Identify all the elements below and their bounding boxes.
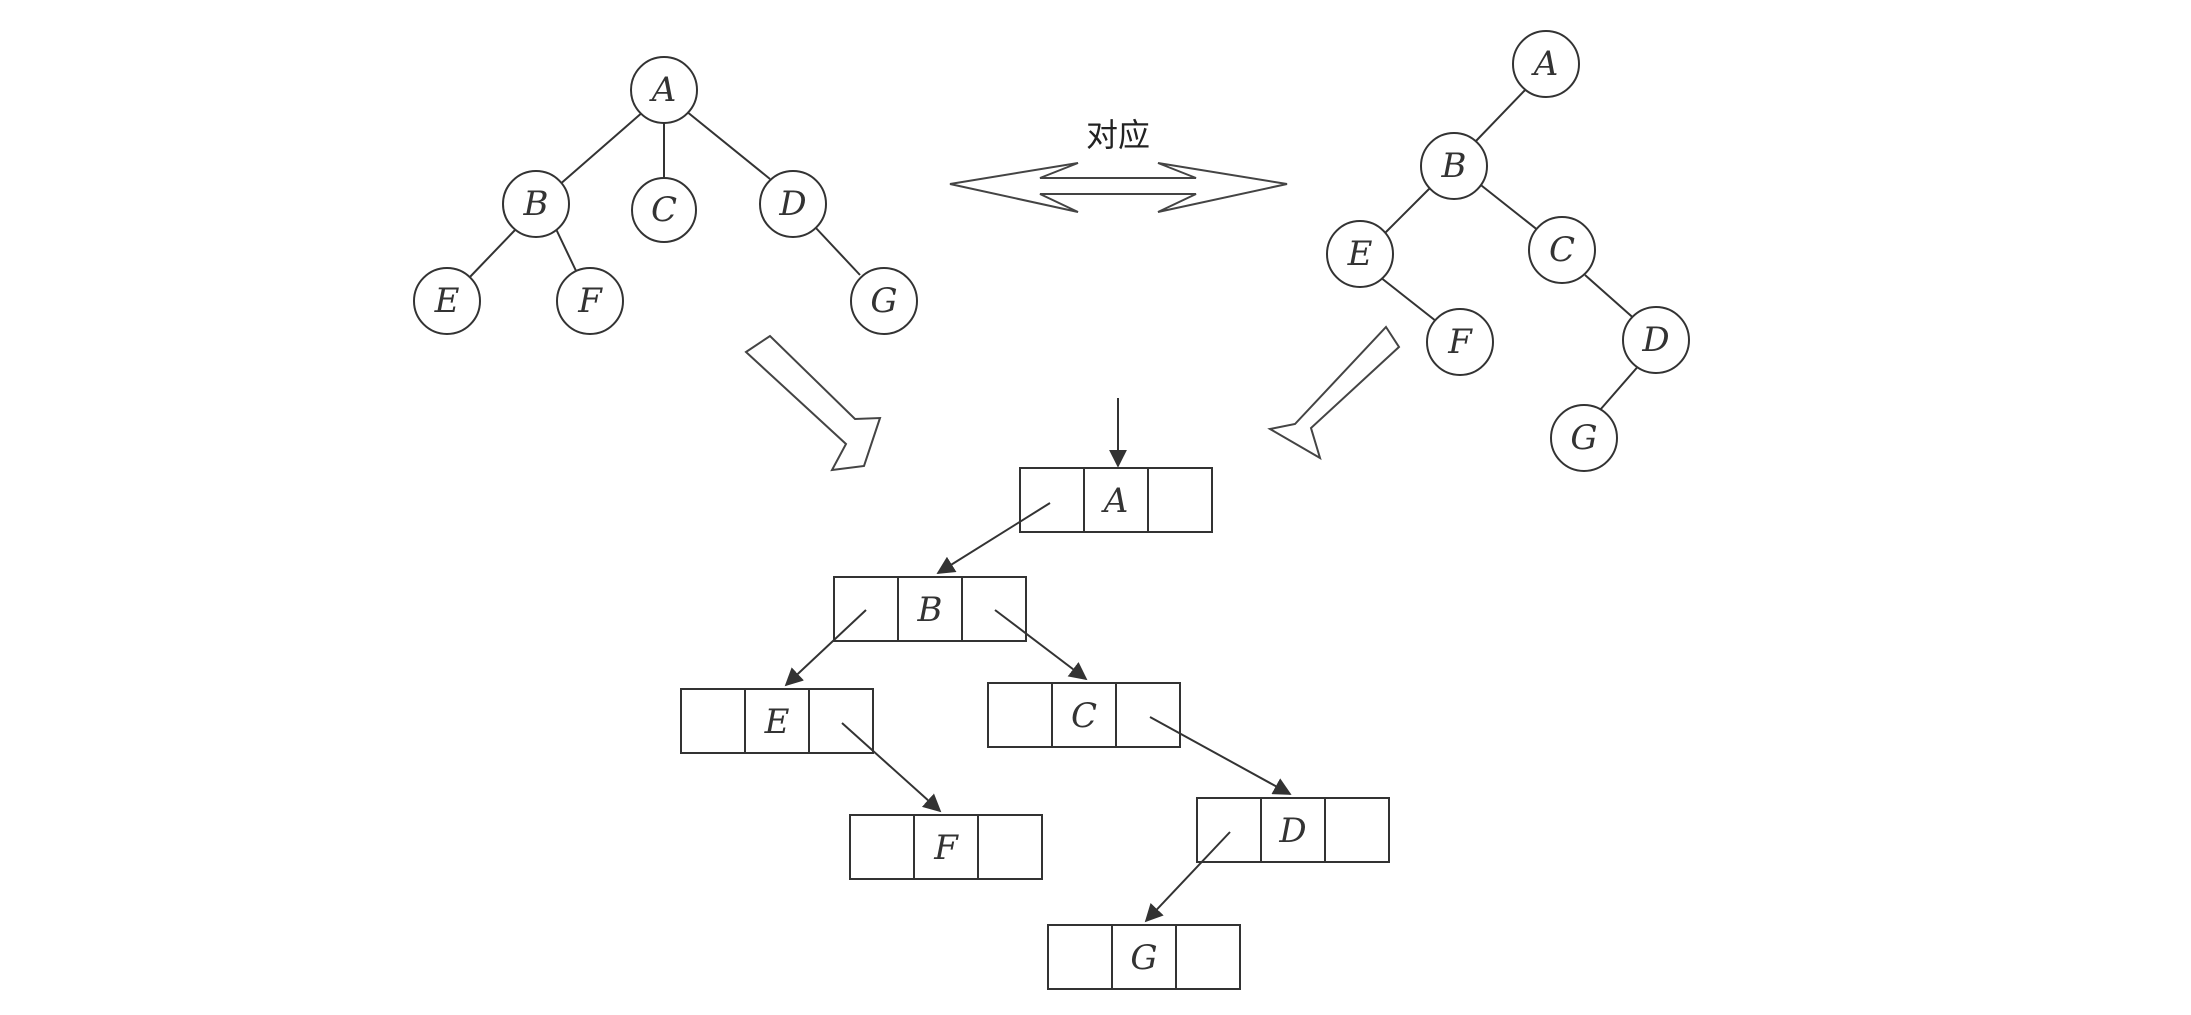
linked-node-d-label: D (1278, 811, 1306, 851)
linked-node-e-label: E (764, 702, 790, 742)
tree-node-a-label: A (649, 70, 677, 110)
tree-node-c: C (631, 177, 697, 243)
binary-tree: A B E C F D G (1326, 30, 1690, 472)
tree-edge-a-b (557, 110, 645, 187)
pointer-b-to-c (994, 609, 1088, 681)
binary-node-g-label: G (1570, 418, 1597, 458)
tree-node-d-label: D (778, 184, 806, 224)
correspondence-caption: 对应 (1086, 116, 1150, 154)
linked-node-d: D (1196, 797, 1390, 863)
binary-node-a: A (1512, 30, 1580, 98)
linked-node-e: E (680, 688, 874, 754)
general-tree: A B C D E F G (413, 56, 918, 335)
tree-node-b-label: B (523, 184, 549, 224)
tree-edge-b-f (555, 228, 579, 276)
tree-node-a: A (630, 56, 698, 124)
tree-edge-b-e (467, 228, 517, 280)
tree-edge-a-d (685, 110, 771, 180)
tree-node-f-label: F (577, 281, 603, 321)
linked-node-c-label: C (1071, 696, 1097, 736)
tree-node-e: E (413, 267, 481, 335)
linked-node-f: F (849, 814, 1043, 880)
binary-node-b: B (1420, 132, 1488, 200)
pointer-d-to-g (1144, 831, 1231, 923)
tree-node-g: G (850, 267, 918, 335)
binary-node-f-label: F (1447, 322, 1473, 362)
binary-node-e: E (1326, 220, 1394, 288)
binary-node-f: F (1426, 308, 1494, 376)
tree-node-e-label: E (434, 281, 460, 321)
binary-node-d-label: D (1641, 320, 1669, 360)
linked-node-g-label: G (1130, 938, 1157, 978)
linked-node-g: G (1047, 924, 1241, 990)
binary-edge-a-b (1474, 86, 1529, 143)
correspondence-arrow: 对应 (949, 116, 1288, 213)
tree-node-b: B (502, 170, 570, 238)
double-headed-arrow-icon (949, 162, 1288, 213)
binary-node-g: G (1550, 404, 1618, 472)
binary-node-c-label: C (1549, 230, 1575, 270)
linked-node-b: B (833, 576, 1027, 642)
binary-edge-b-c (1476, 181, 1545, 236)
tree-node-d: D (759, 170, 827, 238)
linked-node-f-label: F (933, 828, 959, 868)
binary-node-b-label: B (1441, 146, 1467, 186)
binary-node-a-label: A (1531, 44, 1559, 84)
linked-node-c: C (987, 682, 1181, 748)
linked-node-a-label: A (1101, 481, 1129, 521)
pointer-c-to-d (1149, 716, 1292, 795)
linked-node-b-label: B (917, 590, 943, 630)
binary-edge-e-f (1379, 276, 1442, 326)
binary-edge-b-e (1383, 185, 1433, 235)
right-block-arrow-icon (1267, 325, 1401, 461)
linked-representation: A B E C F D (680, 398, 1390, 990)
pointer-e-to-f (841, 722, 942, 813)
tree-node-f: F (556, 267, 624, 335)
tree-node-c-label: C (651, 190, 677, 230)
binary-node-d: D (1622, 306, 1690, 374)
left-block-arrow-icon (744, 334, 882, 472)
binary-edge-d-g (1599, 362, 1642, 411)
linked-node-a: A (1019, 467, 1213, 533)
binary-node-c: C (1528, 216, 1596, 284)
binary-edge-c-d (1584, 274, 1639, 323)
tree-edge-d-g (814, 226, 861, 276)
binary-node-e-label: E (1347, 234, 1373, 274)
tree-node-g-label: G (870, 281, 897, 321)
pointer-b-to-e (784, 609, 867, 687)
pointer-a-to-b (936, 502, 1051, 574)
